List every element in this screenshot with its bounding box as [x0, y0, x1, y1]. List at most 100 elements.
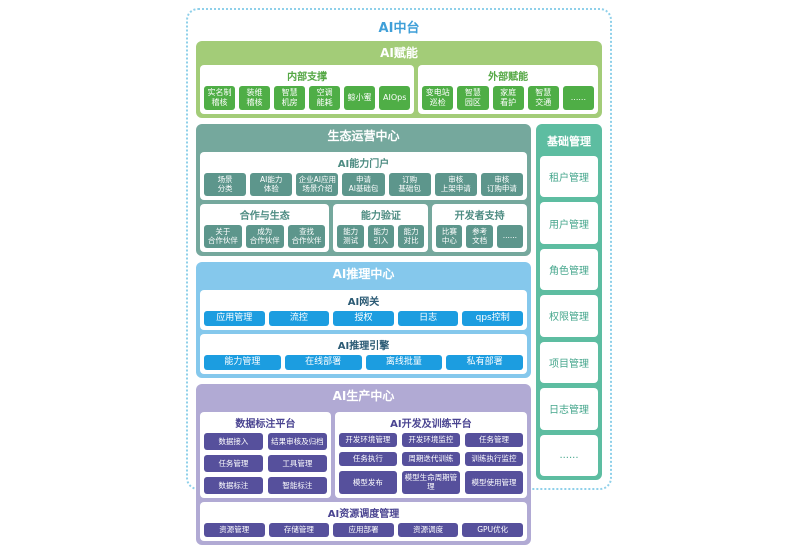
capability-box: 场景 分类 — [204, 173, 247, 196]
section-ai-production-center: AI生产中心 数据标注平台 数据接入结果审核及归档任务管理工具管理数据标注智能标… — [196, 384, 531, 545]
capability-box: 任务管理 — [464, 433, 523, 447]
capability-box: 参考 文档 — [466, 224, 493, 248]
panel-title-ai-dev-training: AI开发及训练平台 — [390, 419, 472, 430]
capability-box: 装维 稽核 — [239, 86, 271, 110]
panel-title-capability-verification: 能力验证 — [360, 210, 401, 222]
capability-box: 资源管理 — [204, 522, 265, 537]
capability-box: 家庭 看护 — [492, 86, 524, 110]
capability-box: 训练执行监控 — [464, 452, 523, 466]
capability-box: 私有部署 — [446, 354, 523, 370]
capability-box: 成为 合作伙伴 — [245, 224, 284, 248]
panel-capability-verification: 能力验证 能力 测试能力 引入能力 对比 — [333, 203, 429, 252]
panel-title-ai-capability-portal: AI能力门户 — [337, 159, 390, 170]
capability-box: 企业AI应用 场景介绍 — [296, 173, 339, 196]
data-annotation-boxes: 数据接入结果审核及归档任务管理工具管理数据标注智能标注 — [204, 433, 327, 494]
capability-box: 资源调度 — [397, 522, 459, 537]
capability-box: 数据接入 — [204, 433, 263, 450]
production-panels-row: 数据标注平台 数据接入结果审核及归档任务管理工具管理数据标注智能标注 AI开发及… — [200, 412, 527, 498]
management-box: 项目管理 — [540, 341, 598, 384]
ai-inference-engine-boxes: 能力管理在线部署离线批量私有部署 — [204, 354, 523, 370]
capability-box: 智慧 机房 — [274, 86, 306, 110]
panel-external-empower: 外部赋能 变电站 巡检智慧 园区家庭 看护智慧 交通...... — [418, 65, 598, 114]
capability-box: 订购 基础包 — [388, 173, 431, 196]
capability-box: 智能标注 — [267, 476, 327, 494]
developer-support-boxes: 比赛 中心参考 文档...... — [436, 224, 523, 248]
capability-box: 存储管理 — [268, 522, 330, 537]
management-box: 日志管理 — [540, 388, 598, 430]
capability-box: 审核 订购申请 — [480, 173, 523, 196]
capability-box: 空调 能耗 — [309, 86, 341, 110]
capability-box: 应用管理 — [204, 310, 265, 326]
panel-title-ai-inference-engine: AI推理引擎 — [337, 340, 390, 352]
panel-data-annotation-platform: 数据标注平台 数据接入结果审核及归档任务管理工具管理数据标注智能标注 — [200, 412, 331, 498]
capability-box: 比赛 中心 — [436, 224, 463, 248]
capability-box: 鲸小蜜 — [344, 86, 376, 110]
panel-title-ai-resource-scheduling: AI资源调度管理 — [327, 508, 400, 520]
section-title-base-management: 基础管理 — [547, 135, 591, 148]
capability-box: 结果审核及归档 — [267, 433, 327, 450]
capability-verification-boxes: 能力 测试能力 引入能力 对比 — [337, 224, 425, 248]
panel-title-ai-gateway: AI网关 — [347, 296, 380, 308]
capability-box: 离线批量 — [365, 354, 443, 370]
diagram-title: AI中台 — [378, 21, 420, 36]
management-box: 用户管理 — [540, 202, 598, 244]
panel-ai-inference-engine: AI推理引擎 能力管理在线部署离线批量私有部署 — [200, 333, 527, 374]
capability-box: 关于 合作伙伴 — [204, 224, 242, 248]
management-box: 租户管理 — [540, 156, 598, 198]
section-title-ai-production: AI生产中心 — [332, 389, 395, 403]
capability-box: 模型发布 — [338, 471, 397, 494]
capability-box: 智慧 交通 — [527, 86, 559, 110]
capability-box: 工具管理 — [267, 454, 327, 472]
capability-box: 能力 引入 — [367, 224, 394, 248]
eco-group-panels-row: 合作与生态 关于 合作伙伴成为 合作伙伴查找 合作伙伴 能力验证 能力 测试能力… — [200, 203, 527, 252]
section-base-management: 基础管理 租户管理用户管理角色管理权限管理项目管理日志管理...... — [536, 124, 602, 480]
capability-box: 任务管理 — [204, 454, 263, 472]
capability-box: 变电站 巡检 — [422, 86, 454, 110]
capability-box: 周期迭代训练 — [401, 452, 460, 466]
capability-box: GPU优化 — [462, 522, 523, 537]
capability-box: 申请 AI基础包 — [342, 173, 385, 196]
management-box: ...... — [540, 434, 598, 476]
panel-title-internal-support: 内部支撑 — [287, 72, 328, 83]
capability-box: qps控制 — [462, 310, 523, 326]
base-management-list: 租户管理用户管理角色管理权限管理项目管理日志管理...... — [540, 156, 598, 476]
capability-box: 日志 — [397, 310, 459, 326]
ai-dev-training-boxes: 开发环境管理开发环境监控任务管理任务执行周期迭代训练训练执行监控模型发布模型生命… — [338, 433, 523, 494]
capability-box: 任务执行 — [338, 452, 397, 466]
capability-box: 模型使用管理 — [464, 471, 523, 494]
capability-box: 查找 合作伙伴 — [287, 224, 326, 248]
capability-box: 模型生命周期管理 — [401, 471, 460, 494]
panel-title-cooperation-ecosystem: 合作与生态 — [239, 210, 290, 222]
capability-box: 智慧 园区 — [457, 86, 489, 110]
capability-box: 实名制 稽核 — [204, 86, 236, 110]
panel-ai-dev-training-platform: AI开发及训练平台 开发环境管理开发环境监控任务管理任务执行周期迭代训练训练执行… — [334, 412, 527, 498]
capability-box: AI能力 体验 — [250, 173, 293, 196]
panel-developer-support: 开发者支持 比赛 中心参考 文档...... — [432, 203, 527, 252]
capability-box: 能力 对比 — [397, 224, 425, 248]
panel-title-external-empower: 外部赋能 — [488, 72, 529, 83]
capability-box: 流控 — [268, 310, 330, 326]
capability-box: 数据标注 — [204, 476, 263, 494]
capability-box: ...... — [496, 224, 523, 248]
capability-box: 应用部署 — [333, 522, 394, 537]
panel-title-developer-support: 开发者支持 — [454, 210, 505, 222]
panel-title-data-annotation: 数据标注平台 — [235, 419, 296, 430]
capability-box: ...... — [562, 86, 594, 110]
capability-box: 授权 — [333, 310, 394, 326]
section-title-ai-empower: AI赋能 — [380, 46, 418, 60]
section-title-ai-inference: AI推理中心 — [332, 266, 395, 281]
capability-box: 在线部署 — [284, 354, 362, 370]
section-title-eco-operation: 生态运营中心 — [327, 129, 400, 143]
